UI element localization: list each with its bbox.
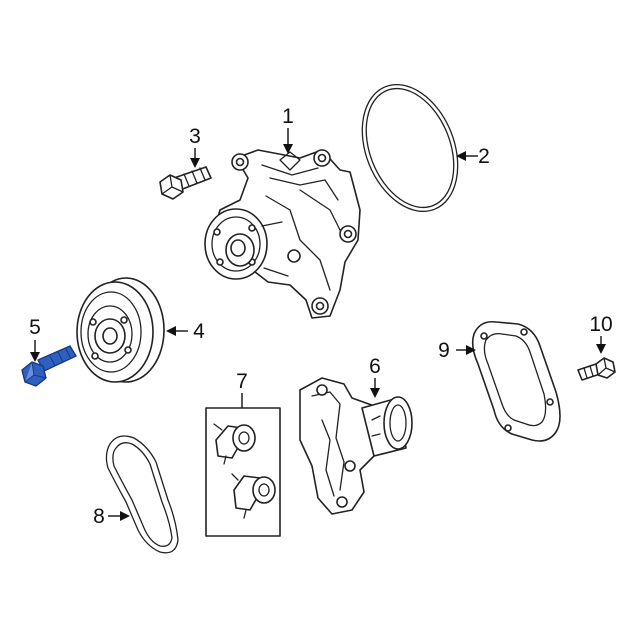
- callout-4: 4: [193, 320, 205, 343]
- callout-5: 5: [29, 316, 41, 339]
- callout-6: 6: [369, 355, 381, 378]
- pulley-bolt[interactable]: [21, 345, 77, 387]
- callout-9: 9: [438, 339, 450, 362]
- pulley[interactable]: [76, 277, 165, 383]
- pump-bolt[interactable]: [159, 166, 212, 200]
- drive-belt[interactable]: [105, 435, 179, 554]
- leader-lines: [30, 128, 606, 521]
- callout-8: 8: [93, 505, 105, 528]
- pump-gasket-ring[interactable]: [344, 70, 475, 225]
- water-pump[interactable]: [204, 149, 361, 319]
- housing-bolt[interactable]: [577, 357, 616, 381]
- thermostat-housing[interactable]: [299, 377, 413, 515]
- callout-7: 7: [236, 370, 248, 393]
- callout-3: 3: [189, 125, 201, 148]
- callout-2: 2: [478, 145, 490, 168]
- thermostat-kit[interactable]: [205, 407, 281, 537]
- callout-10: 10: [589, 313, 612, 336]
- housing-gasket[interactable]: [471, 320, 561, 442]
- callout-1: 1: [282, 105, 294, 128]
